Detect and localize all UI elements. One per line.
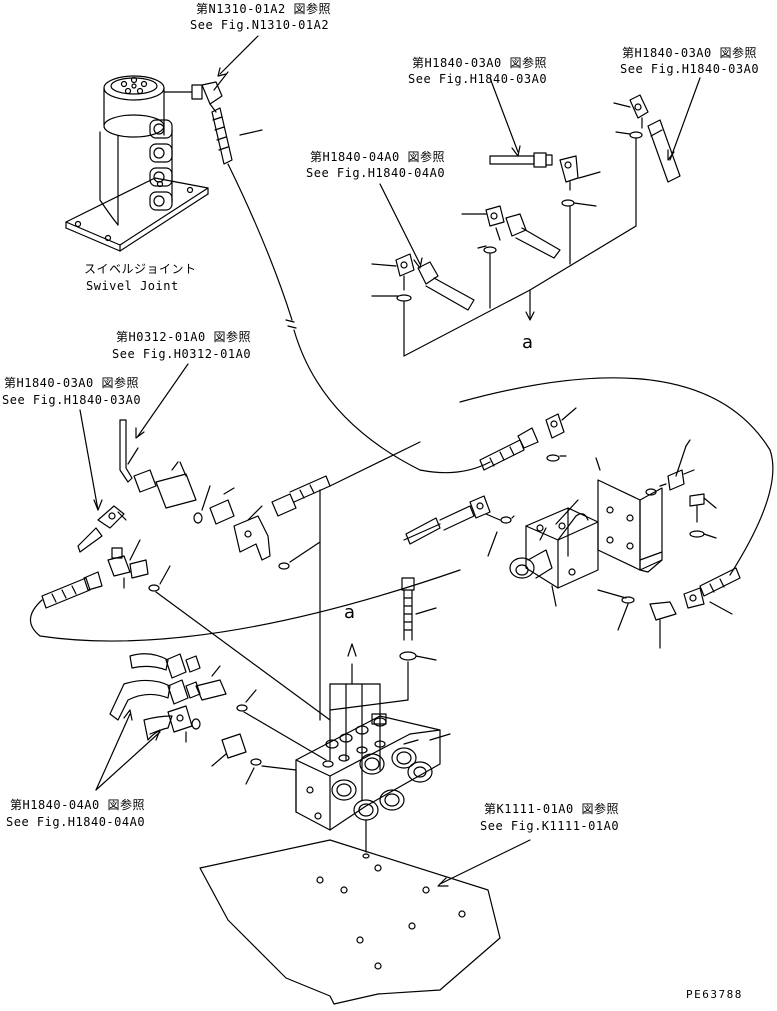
top-right-fittings <box>372 95 680 356</box>
right-valve <box>510 440 716 630</box>
right-hose-loop <box>460 378 773 648</box>
swivel-label-jp: スイベルジョイント <box>84 262 197 276</box>
swivel-hose <box>212 108 490 473</box>
ref-h1840-03-top-jp: 第H1840-03A0 図参照 <box>412 56 547 70</box>
main-manifold <box>296 490 450 858</box>
drawing-code: PE63788 <box>686 988 743 1001</box>
ref-h1840-03-left-jp: 第H1840-03A0 図参照 <box>4 376 139 390</box>
ref-n1310-en: See Fig.N1310-01A2 <box>190 18 330 32</box>
ref-h1840-03-left-en: See Fig.H1840-03A0 <box>2 393 142 407</box>
swivel-label-en: Swivel Joint <box>86 279 179 293</box>
marker-a-top: a <box>522 332 534 353</box>
left-fittings <box>78 420 420 720</box>
ref-n1310-jp: 第N1310-01A2 図参照 <box>196 2 331 16</box>
ref-h1840-04-top-en: See Fig.H1840-04A0 <box>306 166 446 180</box>
swivel-joint <box>66 72 228 251</box>
ref-h1840-04-top-jp: 第H1840-04A0 図参照 <box>310 150 445 164</box>
ref-k1111-jp: 第K1111-01A0 図参照 <box>484 802 619 816</box>
ref-h1840-04-bottom-jp: 第H1840-04A0 図参照 <box>10 798 145 812</box>
ref-h0312-jp: 第H0312-01A0 図参照 <box>116 330 251 344</box>
ref-h1840-03-right-en: See Fig.H1840-03A0 <box>620 62 760 76</box>
lower-left-fittings <box>110 654 326 784</box>
ref-h1840-03-right-jp: 第H1840-03A0 図参照 <box>622 46 757 60</box>
ref-h0312-en: See Fig.H0312-01A0 <box>112 347 252 361</box>
left-hose-loop <box>30 496 514 641</box>
ref-h1840-04-bottom-en: See Fig.H1840-04A0 <box>6 815 146 829</box>
ref-h1840-03-top-en: See Fig.H1840-03A0 <box>408 72 548 86</box>
ref-k1111-en: See Fig.K1111-01A0 <box>480 819 620 833</box>
base-plate <box>200 840 500 1004</box>
marker-a-mid: a <box>344 602 356 623</box>
reference-leaders <box>80 36 700 886</box>
